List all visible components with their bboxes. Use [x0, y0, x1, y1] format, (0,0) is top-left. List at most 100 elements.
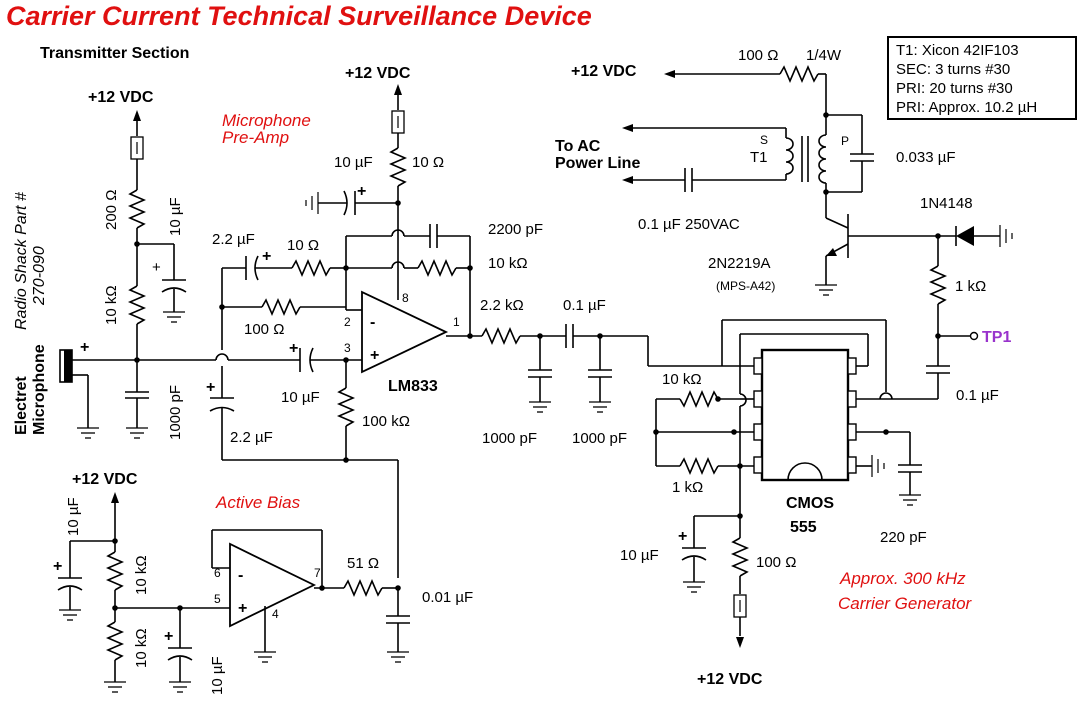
value-label: 1000 pF [167, 385, 184, 440]
value-label: 200 Ω [103, 190, 120, 230]
value-label: 10 kΩ [488, 255, 528, 272]
resistor [343, 578, 383, 598]
value-label: 2.2 µF [212, 231, 255, 248]
power-line-label: To AC [555, 138, 601, 155]
value-label: 10 Ω [412, 154, 444, 171]
coil-label: P [841, 134, 849, 148]
page-title: Carrier Current Technical Surveillance D… [6, 1, 592, 31]
svg-text:+: + [370, 347, 379, 364]
value-label: 2.2 µF [230, 429, 273, 446]
value-label: 10 kΩ [133, 555, 150, 595]
svg-text:+: + [238, 600, 247, 617]
coil-label: S [760, 133, 768, 147]
value-label: 1000 pF [482, 430, 537, 447]
resistor [417, 258, 457, 278]
value-label: 100 Ω [738, 47, 778, 64]
power-line-label: Power Line [555, 155, 640, 172]
value-label: 100 kΩ [362, 413, 410, 430]
value-label: 10 µF [65, 497, 82, 536]
resistor [105, 551, 125, 591]
note-line: T1: Xicon 42IF103 [896, 42, 1019, 59]
svg-text:-: - [238, 567, 243, 584]
value-label: 1/4W [806, 47, 842, 64]
svg-text:+: + [289, 340, 298, 357]
secondary-coil [785, 137, 794, 175]
resistor [336, 387, 356, 427]
value-label: 0.01 µF [422, 589, 473, 606]
section-label: Transmitter Section [40, 45, 189, 62]
value-label: 10 kΩ [103, 285, 120, 325]
value-label: 0.1 µF [956, 387, 999, 404]
mic-label: Microphone [31, 344, 48, 435]
transistor-label: (MPS-A42) [716, 279, 775, 293]
resistor [105, 621, 125, 661]
ic-label: 555 [790, 519, 817, 536]
resistor [481, 326, 521, 346]
svg-text:+: + [53, 558, 62, 575]
note-line: PRI: 20 turns #30 [896, 80, 1013, 97]
value-label: 0.1 µF 250VAC [638, 216, 740, 233]
electret-microphone: + Electret Microphone Radio Shack Part #… [13, 191, 137, 439]
value-label: 10 µF [209, 656, 226, 695]
resistor [679, 456, 719, 476]
value-label: 1 kΩ [955, 278, 986, 295]
pin-number: 6 [214, 566, 221, 580]
value-label: 1000 pF [572, 430, 627, 447]
ic-label: CMOS [786, 495, 834, 512]
opamp-bias [229, 542, 317, 628]
preamp-section: Microphone Pre-Amp +12 VDC 10 Ω 10 µF + … [137, 65, 722, 591]
testpoint-label: TP1 [982, 329, 1011, 346]
value-label: 2.2 kΩ [480, 297, 524, 314]
diode-label: 1N4148 [920, 195, 973, 212]
opamp-lm833 [361, 290, 449, 374]
pin-number: 8 [402, 291, 409, 305]
section-title: Carrier Generator [838, 594, 973, 613]
ic-label: LM833 [388, 378, 438, 395]
resistor [291, 258, 331, 278]
supply-label: +12 VDC [88, 89, 154, 106]
section-title: Approx. 300 kHz [839, 569, 966, 588]
notes-box: T1: Xicon 42IF103 SEC: 3 turns #30 PRI: … [887, 36, 1077, 120]
section-title: Active Bias [215, 493, 301, 512]
section-title: Microphone [222, 111, 311, 130]
svg-text:+: + [357, 183, 366, 200]
primary-coil [818, 134, 827, 184]
output-stage: +12 VDC 100 Ω 1/4W 0.033 µF P S T1 [555, 47, 1013, 404]
pin-number: 3 [344, 341, 351, 355]
supply-label: +12 VDC [72, 471, 138, 488]
note-line: PRI: Approx. 10.2 µH [896, 99, 1037, 116]
svg-text:+: + [262, 248, 271, 265]
svg-text:-: - [370, 314, 375, 331]
value-label: 2200 pF [488, 221, 543, 238]
value-label: 0.033 µF [896, 149, 956, 166]
supply-label: +12 VDC [571, 63, 637, 80]
svg-text:+: + [152, 259, 161, 276]
resistor [388, 147, 408, 187]
supply-label: +12 VDC [697, 671, 763, 688]
resistor [730, 537, 750, 577]
svg-text:+: + [164, 628, 173, 645]
mic-part-label: Radio Shack Part # [13, 191, 30, 330]
transformer-label: T1 [750, 149, 768, 166]
value-label: 100 Ω [244, 321, 284, 338]
section-title: Pre-Amp [222, 128, 289, 147]
resistor [779, 64, 819, 84]
mic-part-label: 270-090 [31, 246, 48, 306]
value-label: 10 Ω [287, 237, 319, 254]
mic-label: Electret [13, 376, 30, 435]
svg-text:+: + [678, 528, 687, 545]
note-line: SEC: 3 turns #30 [896, 61, 1010, 78]
resistor [679, 389, 719, 409]
resistor [127, 285, 147, 325]
resistor [127, 189, 147, 229]
supply-label: +12 VDC [345, 65, 411, 82]
value-label: 10 kΩ [133, 628, 150, 668]
diode [956, 226, 974, 246]
pin-number: 7 [314, 566, 321, 580]
pin-number: 4 [272, 607, 279, 621]
resistor [261, 297, 301, 317]
value-label: 10 kΩ [662, 371, 702, 388]
value-label: 100 Ω [756, 554, 796, 571]
ic-555 [760, 348, 850, 482]
